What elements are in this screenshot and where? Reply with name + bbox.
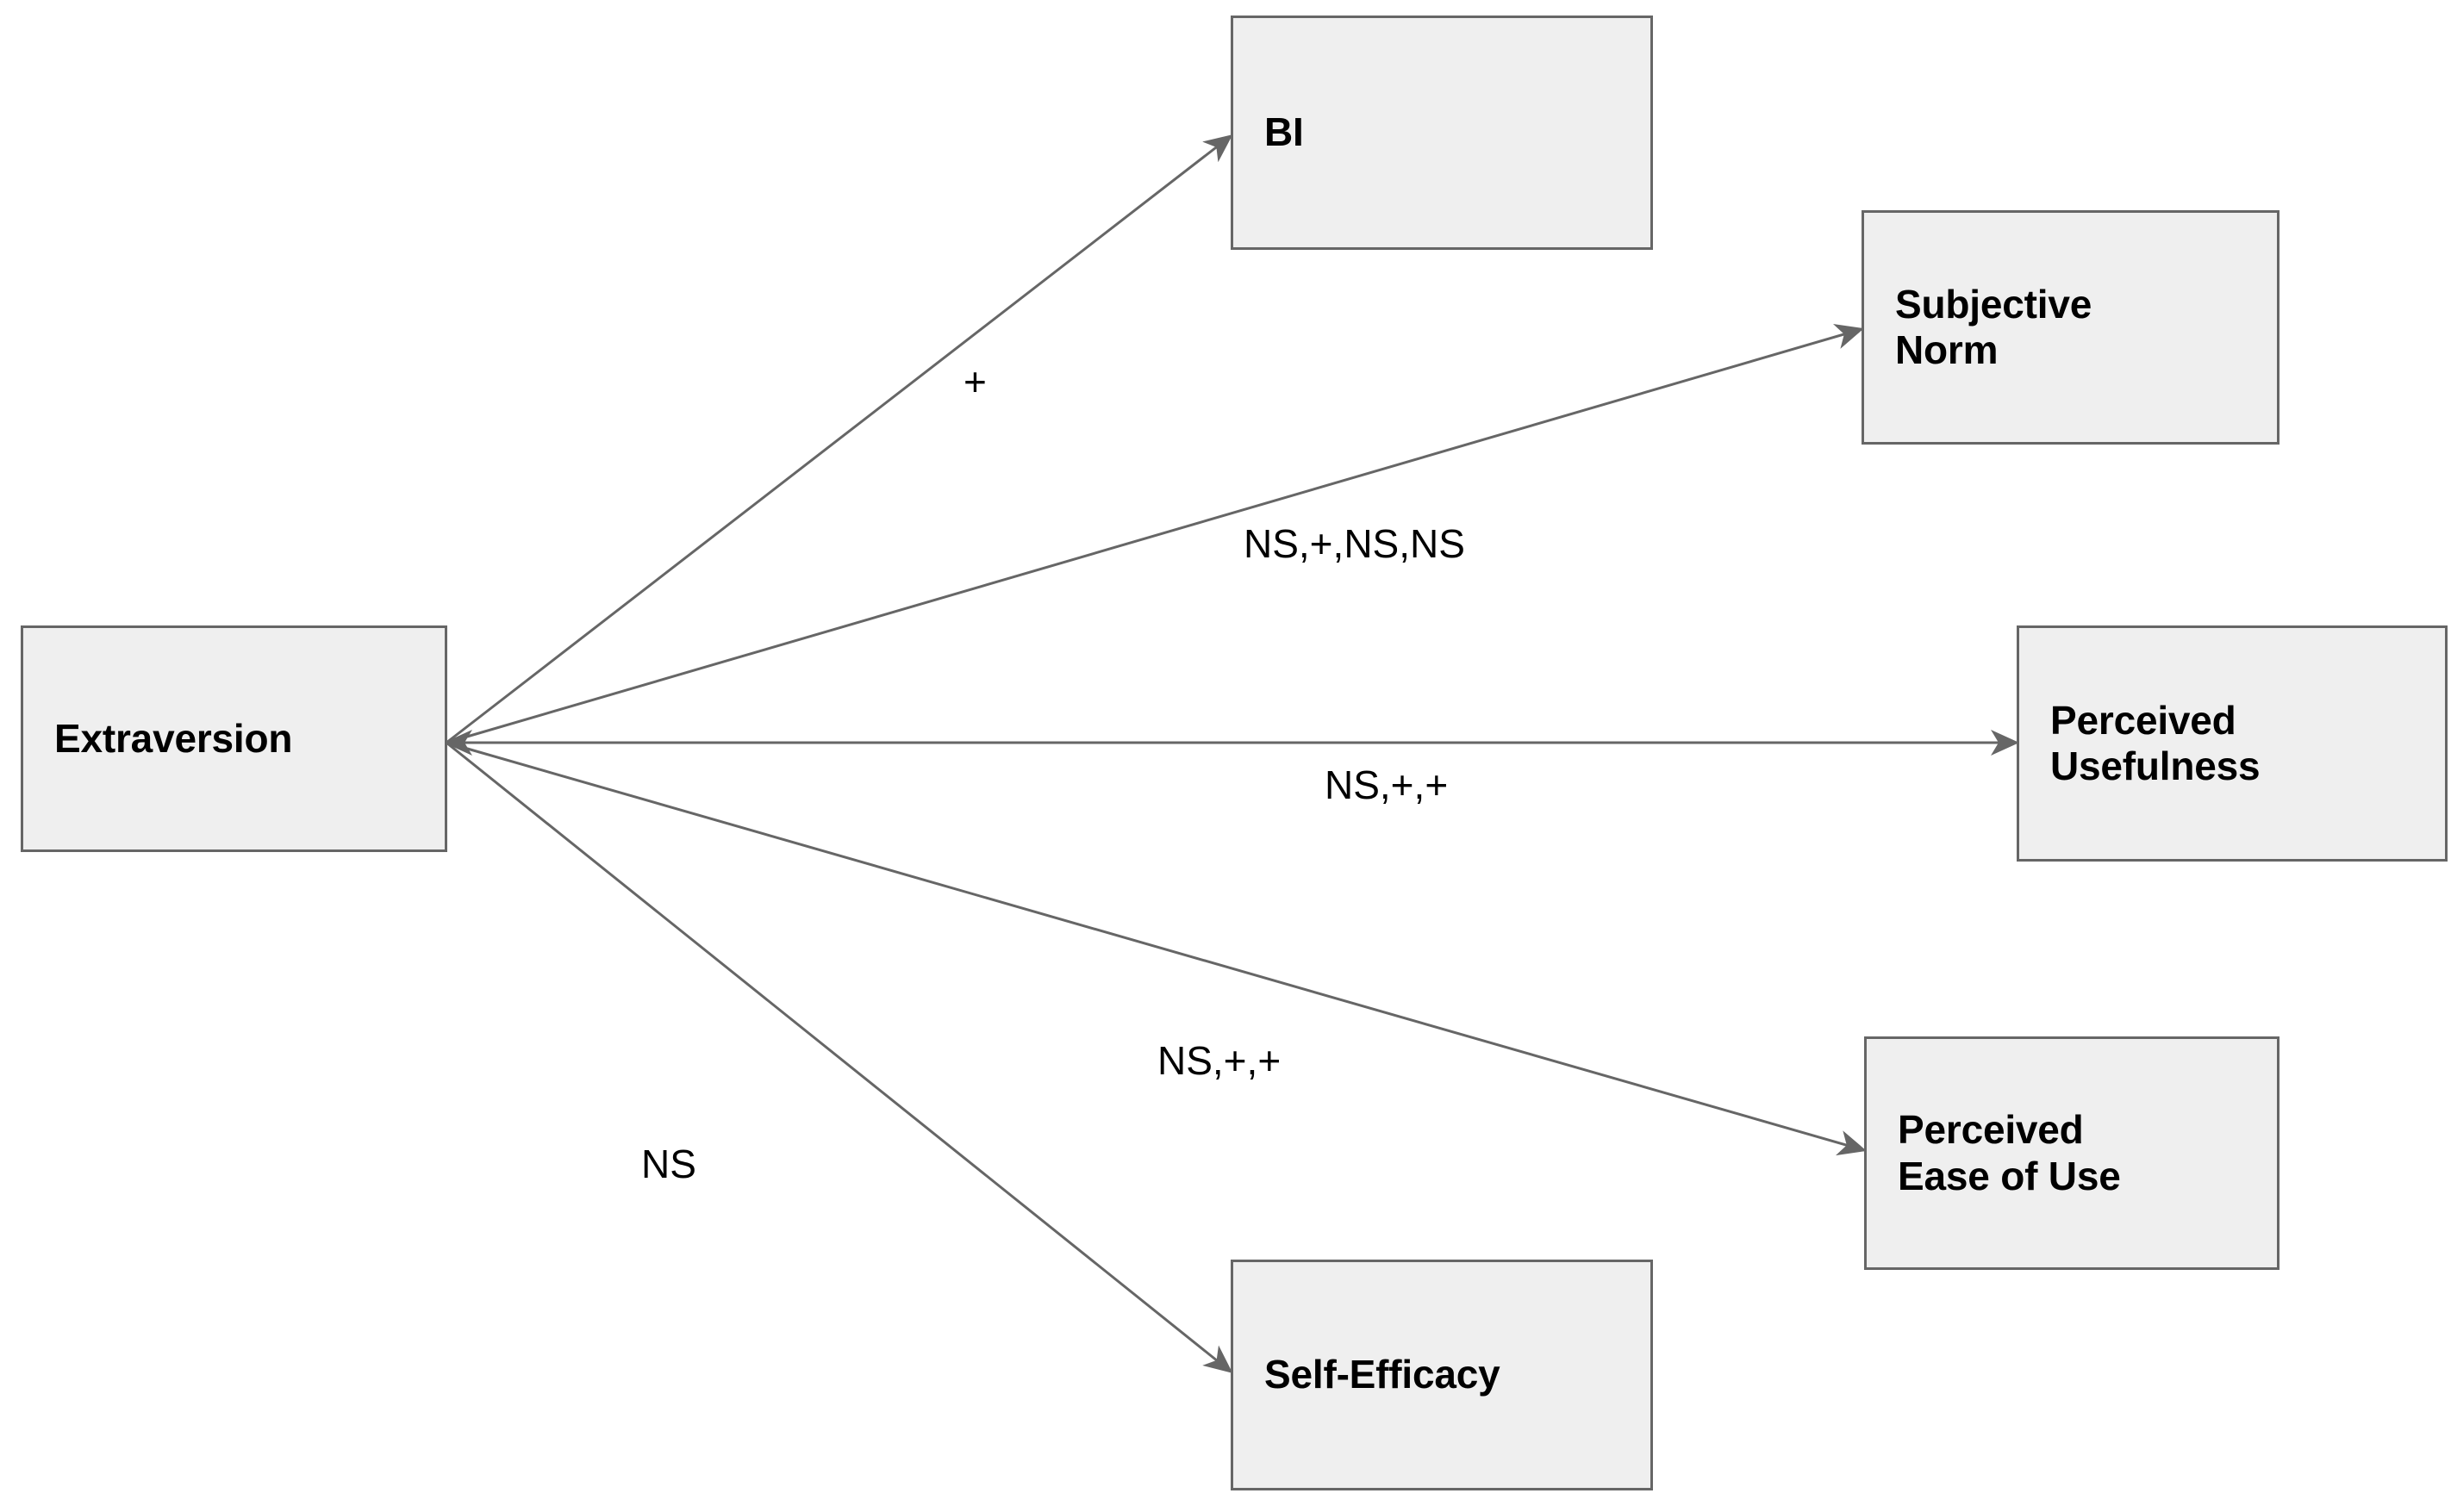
edge-label-extraversion-selfefficacy: NS — [641, 1142, 696, 1186]
node-label-subjective: Subjective Norm — [1895, 281, 2092, 372]
edge-extraversion-subjective — [446, 324, 1864, 744]
edge-extraversion-selfefficacy — [446, 741, 1233, 1373]
edge-extraversion-bi — [446, 134, 1233, 744]
node-usefulness[interactable]: Perceived Usefulness — [2017, 625, 2448, 862]
node-ease[interactable]: Perceived Ease of Use — [1864, 1036, 2279, 1270]
node-selfefficacy[interactable]: Self-Efficacy — [1231, 1260, 1653, 1490]
node-label-ease: Perceived Ease of Use — [1898, 1107, 2121, 1198]
node-label-bi: BI — [1264, 109, 1304, 155]
edge-paths — [444, 134, 2019, 1373]
node-label-usefulness: Perceived Usefulness — [2050, 697, 2261, 788]
edge-label-extraversion-ease: NS,+,+ — [1157, 1038, 1282, 1083]
edge-label-extraversion-subjective: NS,+,NS,NS — [1244, 521, 1465, 566]
node-label-selfefficacy: Self-Efficacy — [1264, 1352, 1500, 1397]
node-subjective[interactable]: Subjective Norm — [1862, 210, 2279, 445]
node-extraversion[interactable]: Extraversion — [21, 625, 447, 852]
edge-extraversion-ease — [446, 741, 1867, 1156]
node-label-extraversion: Extraversion — [54, 715, 293, 761]
edge-label-extraversion-bi: + — [964, 359, 987, 404]
edge-label-extraversion-usefulness: NS,+,+ — [1325, 762, 1449, 807]
node-bi[interactable]: BI — [1231, 16, 1653, 250]
